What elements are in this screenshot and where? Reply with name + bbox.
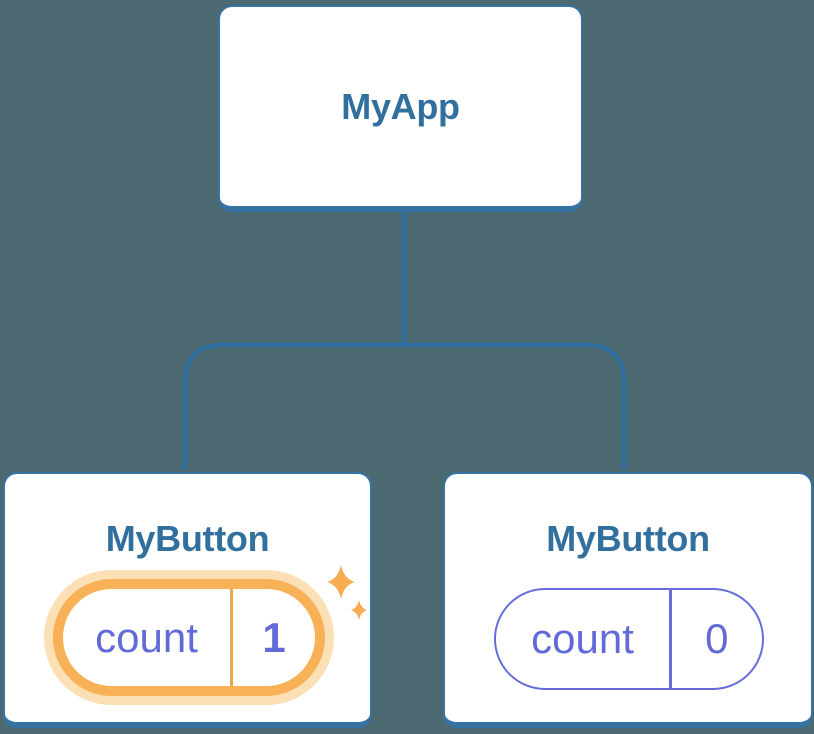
node-myapp-label: MyApp [341, 85, 460, 127]
state-pill-divider [230, 589, 233, 686]
edge-children-bracket [182, 342, 627, 470]
state-pill-count-1: count 1 [53, 579, 325, 696]
node-mybutton-highlighted: MyButton count 1 [3, 472, 372, 728]
state-name: count [531, 615, 634, 662]
node-mybutton-plain: MyButton count 0 [443, 472, 813, 728]
node-mybutton-1-label: MyButton [105, 518, 270, 559]
node-myapp: MyApp [218, 5, 583, 212]
state-name: count [95, 613, 198, 661]
sparkle-large-icon [327, 565, 355, 599]
state-pill-count-0: count 0 [494, 588, 764, 690]
state-pill-divider [669, 590, 672, 688]
state-value: 0 [705, 615, 729, 662]
node-mybutton-2-label: MyButton [546, 518, 710, 559]
sparkle-small-icon [351, 600, 367, 620]
state-value: 1 [262, 613, 286, 661]
